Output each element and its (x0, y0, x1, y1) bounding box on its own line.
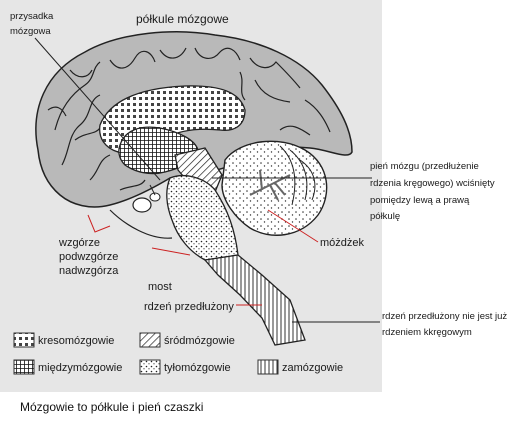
label-thalamus-line3: nadwzgórza (59, 265, 119, 277)
pituitary (132, 184, 161, 213)
label-medulla-note-line1: rdzeń przedłużony nie jest już (382, 311, 508, 322)
label-cerebellum: móżdżek (320, 237, 365, 249)
legend-label-myelencephalon: zamózgowie (282, 362, 344, 374)
label-cerebral-hemispheres: półkule mózgowe (136, 12, 229, 26)
legend-label-metencephalon: tyłomózgowie (164, 362, 231, 374)
label-brainstem-line1: pień mózgu (przedłużenie (370, 161, 479, 172)
label-brainstem-line4: półkulę (370, 211, 401, 222)
legend-swatch-mesencephalon (139, 332, 161, 348)
label-pituitary-line2: mózgowa (10, 26, 51, 37)
brainstem-line-shape (109, 209, 173, 239)
pons-pointer (151, 247, 191, 256)
pituitary-pointer (34, 37, 161, 181)
legend-swatch-myelencephalon (257, 359, 279, 375)
legend-swatch-metencephalon (139, 359, 161, 375)
legend-label-mesencephalon: śródmózgowie (164, 335, 235, 347)
legend-label-diencephalon: międzymózgowie (38, 362, 123, 374)
thalamus-bracket (87, 214, 111, 233)
legend-label-telencephalon: kresomózgowie (38, 335, 115, 347)
legend-swatch-diencephalon (13, 359, 35, 375)
label-thalamus-line2: podwzgórze (59, 251, 119, 263)
legend-swatch-telencephalon (13, 332, 35, 348)
label-medulla-note-line2: rdzeniem kkręgowym (382, 327, 472, 338)
label-thalamus-line1: wzgórze (59, 237, 100, 249)
legend (13, 332, 279, 375)
label-medulla: rdzeń przedłużony (144, 301, 234, 313)
label-pituitary-line1: przysadka (10, 11, 54, 22)
cerebellum (221, 140, 328, 236)
cerebellum-pointer (267, 209, 319, 243)
label-brainstem-line2: rdzenia kręgowego) wciśnięty (370, 178, 495, 189)
figure-caption: Mózgowie to półkule i pień czaszki (20, 400, 204, 414)
medulla-region (203, 254, 306, 346)
label-pons: most (148, 281, 172, 293)
label-brainstem-line3: pomiędzy lewą a prawą (370, 195, 470, 206)
